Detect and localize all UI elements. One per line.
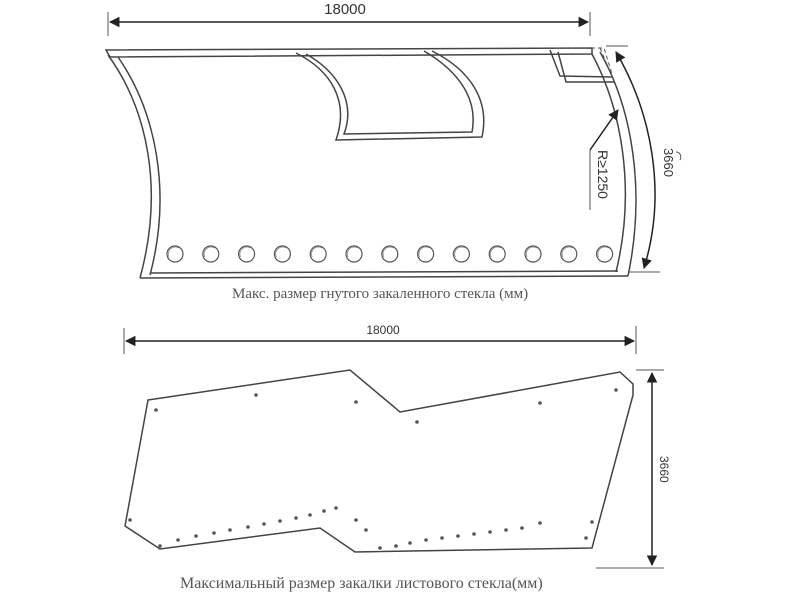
hole — [504, 528, 508, 532]
hole — [176, 538, 180, 542]
hole-shading — [561, 246, 574, 258]
hole — [262, 522, 266, 526]
hole-shading — [167, 246, 180, 258]
bottom-height-label: 3660 — [657, 456, 671, 483]
hole-shading — [346, 246, 359, 258]
radius-label: R≥1250 — [595, 150, 611, 199]
hole-shading — [490, 246, 502, 258]
hole-shading — [203, 246, 216, 258]
flat-glass-drawing: 18000 3660 Максимальный размер закалки л… — [123, 323, 671, 592]
hole — [278, 519, 282, 523]
hole — [238, 245, 256, 263]
hole — [194, 534, 198, 538]
hole — [378, 546, 382, 550]
hole — [408, 541, 412, 545]
hole — [595, 245, 614, 263]
hole — [488, 245, 506, 263]
hole — [440, 536, 444, 540]
radius-annotation: R≥1250 — [589, 109, 619, 210]
hole — [417, 245, 435, 263]
hole — [254, 393, 258, 397]
hole — [322, 509, 326, 513]
hole — [212, 531, 216, 535]
flat-glass-holes — [128, 388, 618, 550]
top-height-label: 3660 — [661, 148, 676, 177]
top-height-dimension: 3660 — [606, 45, 682, 273]
bent-glass-drawing: 18000 — [104, 1, 682, 302]
hole — [273, 245, 291, 263]
hole — [538, 521, 542, 525]
hole — [354, 400, 358, 404]
hole — [452, 245, 470, 263]
hole — [614, 388, 618, 392]
hole — [228, 528, 232, 532]
hole — [415, 420, 419, 424]
hole — [560, 245, 578, 263]
flat-glass-caption: Максимальный размер закалки листового ст… — [180, 575, 543, 592]
hole — [524, 245, 542, 263]
hole — [364, 528, 368, 532]
hole — [294, 516, 298, 520]
flat-glass-outline — [124, 369, 634, 553]
hole — [154, 408, 158, 412]
hole — [584, 536, 588, 540]
hole — [334, 506, 338, 510]
bottom-height-dimension: 3660 — [596, 369, 671, 569]
hole — [394, 544, 398, 548]
hole — [158, 544, 162, 548]
hole — [354, 518, 358, 522]
bottom-width-dimension: 18000 — [123, 323, 637, 354]
hole-shading — [454, 246, 466, 258]
hole-shading — [239, 246, 251, 258]
hole — [202, 245, 220, 263]
hole — [309, 245, 327, 263]
hole — [424, 538, 428, 542]
bent-glass-caption: Макс. размер гнутого закаленного стекла … — [232, 286, 528, 302]
hole — [538, 401, 542, 405]
hole — [472, 532, 476, 536]
bent-glass-outline — [104, 47, 637, 279]
hole-shading — [597, 246, 609, 258]
top-width-label: 18000 — [324, 1, 366, 18]
hole — [345, 245, 363, 263]
hole — [166, 245, 184, 263]
bent-glass-holes — [166, 245, 614, 263]
hole — [381, 245, 399, 263]
hole-shading — [311, 246, 323, 258]
hole — [520, 526, 524, 530]
hole — [488, 530, 492, 534]
hole — [128, 518, 132, 522]
hole — [456, 534, 460, 538]
hole — [246, 525, 250, 529]
hole-shading — [418, 246, 430, 258]
top-width-dimension: 18000 — [107, 1, 591, 36]
hole — [308, 513, 312, 517]
hole-shading — [525, 246, 538, 258]
bottom-width-label: 18000 — [366, 323, 400, 337]
hole-shading — [382, 246, 395, 258]
hole-shading — [275, 246, 287, 258]
hole — [590, 520, 594, 524]
